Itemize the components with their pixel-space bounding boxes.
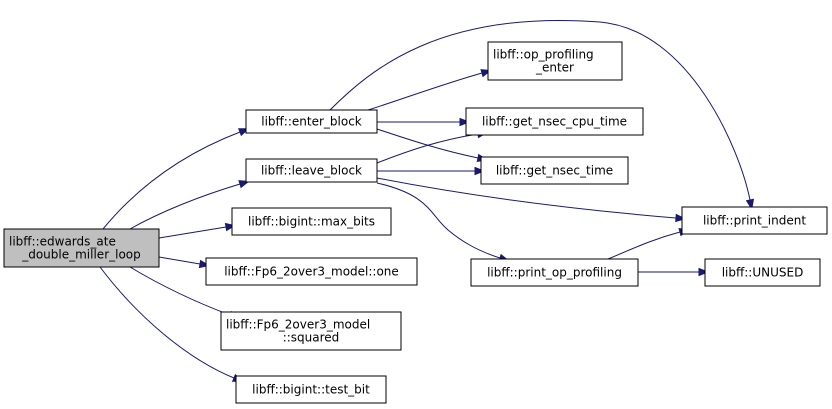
- node-box: [205, 257, 418, 286]
- edges-layer: [99, 20, 755, 382]
- node-get-nsec-cpu-time[interactable]: libff::get_nsec_cpu_time: [465, 107, 644, 136]
- edge-line: [376, 182, 501, 259]
- node-fp6-squared[interactable]: libff::Fp6_2over3_model::squared: [220, 311, 402, 351]
- arrowhead: [459, 117, 471, 127]
- edge-line: [367, 72, 483, 111]
- node-max-bits[interactable]: libff::bigint::max_bits: [231, 207, 392, 236]
- edge-line: [376, 133, 479, 164]
- edge-leave_block-to-get_nsec_time: [377, 166, 486, 176]
- edge-line: [329, 20, 751, 201]
- edge-enter_block-to-get_nsec_cpu_time: [377, 117, 471, 127]
- arrowhead: [698, 267, 710, 277]
- node-box: [487, 41, 623, 81]
- node-box: [245, 158, 378, 183]
- node-label-line: libff::leave_block: [261, 164, 362, 178]
- node-label-line: libff::op_profiling: [493, 48, 594, 62]
- edge-leave_block-to-print_indent: [376, 177, 687, 223]
- edge-line: [376, 177, 677, 219]
- node-get-nsec-time[interactable]: libff::get_nsec_time: [480, 156, 629, 185]
- node-label-line: libff::print_op_profiling: [487, 266, 622, 280]
- edge-root-to-max_bits: [158, 222, 237, 239]
- node-print-indent[interactable]: libff::print_indent: [681, 206, 828, 235]
- node-box: [704, 258, 821, 287]
- node-box: [235, 375, 387, 404]
- edge-root-to-fp6_one: [158, 256, 211, 269]
- node-box: [231, 207, 392, 236]
- node-label-line: ::squared: [283, 331, 340, 345]
- edge-line: [376, 128, 479, 159]
- node-label-line: libff::print_indent: [703, 214, 806, 228]
- node-label-line: _double_miller_loop: [21, 248, 141, 262]
- nodes-layer: libff::edwards_ate_double_miller_looplib…: [3, 41, 828, 404]
- node-box: [480, 156, 629, 185]
- arrowhead: [675, 213, 687, 223]
- edge-line: [158, 226, 227, 239]
- node-box: [470, 258, 639, 287]
- edge-line: [129, 266, 231, 316]
- edge-leave_block-to-print_op_profiling: [376, 182, 510, 262]
- node-box: [681, 206, 828, 235]
- node-test-bit[interactable]: libff::bigint::test_bit: [235, 375, 387, 404]
- node-label-line: libff::edwards_ate: [9, 235, 116, 249]
- node-label-line: libff::UNUSED: [722, 266, 804, 280]
- edge-line: [158, 256, 201, 265]
- node-label-line: libff::bigint::test_bit: [252, 383, 370, 397]
- node-label-line: libff::Fp6_2over3_model::one: [224, 265, 399, 279]
- node-root[interactable]: libff::edwards_ate_double_miller_loop: [3, 228, 160, 268]
- edge-root-to-leave_block: [129, 180, 250, 230]
- node-label-line: libff::get_nsec_time: [496, 164, 613, 178]
- node-unused[interactable]: libff::UNUSED: [704, 258, 821, 287]
- node-label-line: _enter: [535, 61, 574, 75]
- node-box: [3, 228, 160, 268]
- node-enter-block[interactable]: libff::enter_block: [245, 109, 378, 134]
- edge-line: [129, 183, 241, 230]
- node-fp6-one[interactable]: libff::Fp6_2over3_model::one: [205, 257, 418, 286]
- node-label-line: libff::get_nsec_cpu_time: [482, 115, 627, 129]
- node-op-profiling-enter[interactable]: libff::op_profiling_enter: [487, 41, 623, 81]
- node-box: [245, 109, 378, 134]
- edge-line: [102, 131, 241, 230]
- edge-root-to-enter_block: [102, 128, 250, 230]
- edge-enter_block-to-op_profiling_enter: [367, 69, 492, 111]
- node-box: [465, 107, 644, 136]
- node-label-line: libff::enter_block: [261, 115, 362, 129]
- edge-line: [99, 266, 235, 379]
- node-label-line: libff::Fp6_2over3_model: [226, 318, 370, 332]
- node-print-op-profiling[interactable]: libff::print_op_profiling: [470, 258, 639, 287]
- node-label-line: libff::bigint::max_bits: [248, 215, 375, 229]
- arrowhead: [745, 198, 755, 211]
- node-leave-block[interactable]: libff::leave_block: [245, 158, 378, 183]
- arrowhead: [474, 166, 486, 176]
- edge-line: [607, 231, 681, 260]
- edge-print_op_profiling-to-unused: [638, 267, 710, 277]
- edge-print_op_profiling-to-print_indent: [607, 228, 691, 260]
- node-box: [220, 311, 402, 351]
- edge-enter_block-to-print_indent: [329, 20, 755, 211]
